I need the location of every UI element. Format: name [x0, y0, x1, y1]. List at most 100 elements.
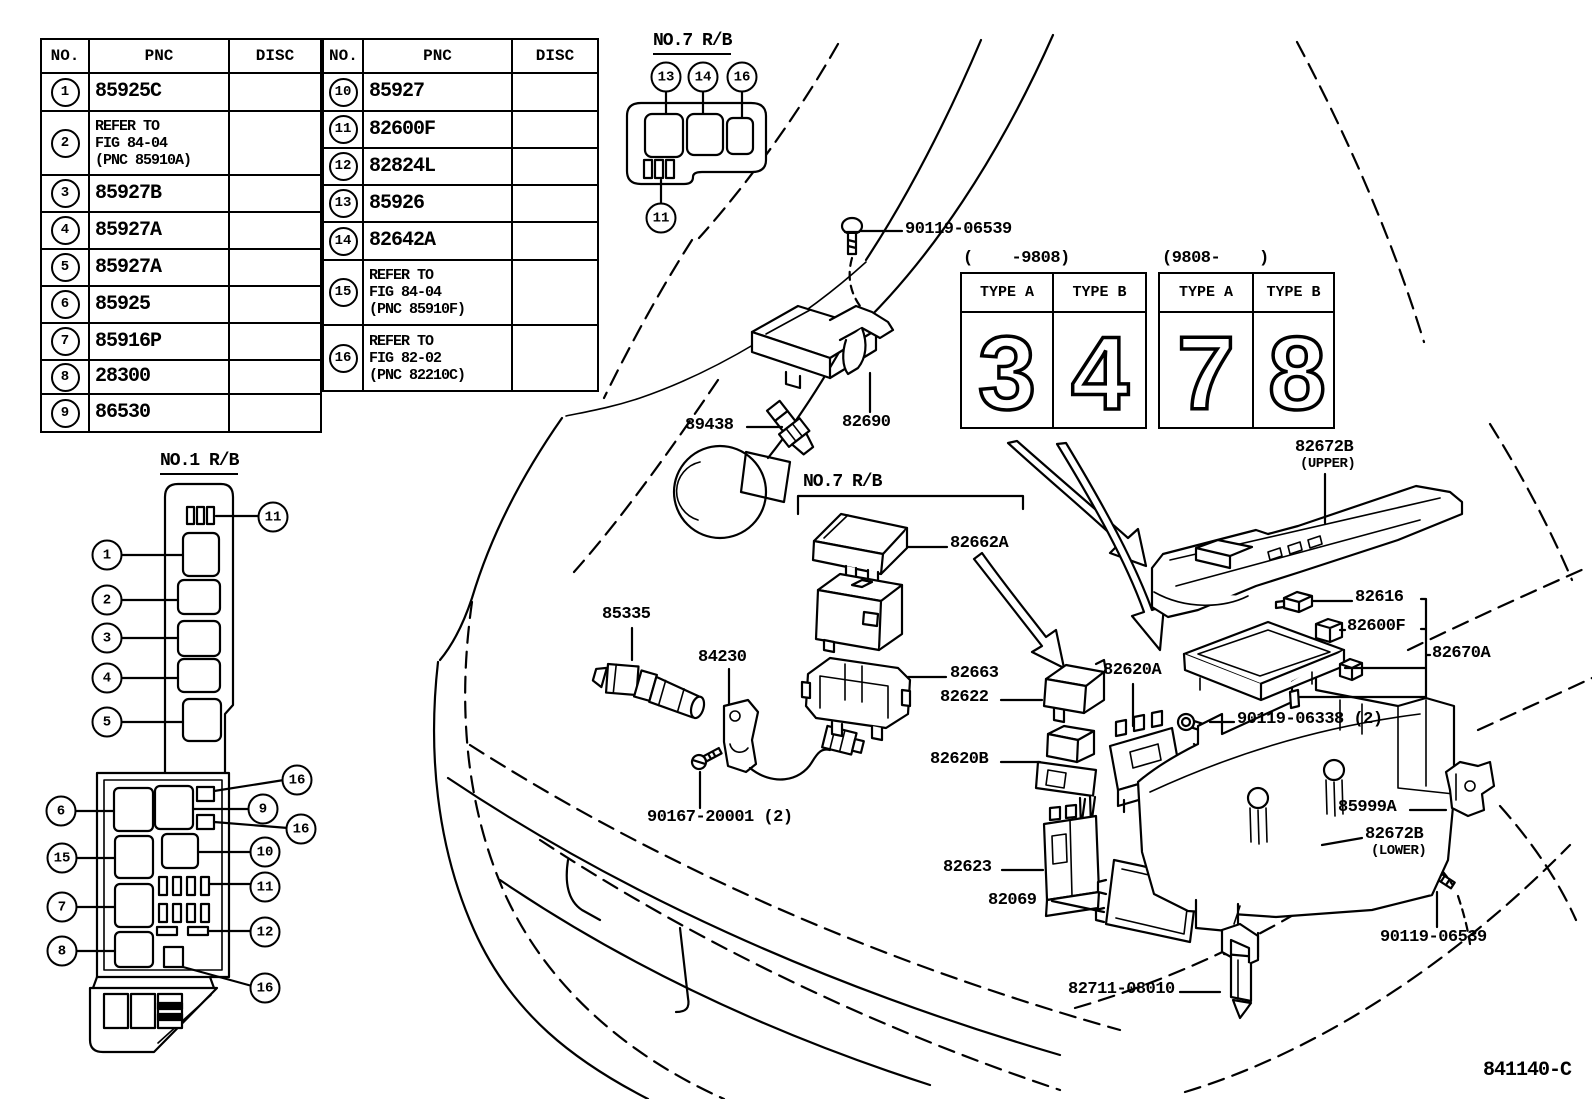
callout-9: 9 [247, 793, 279, 825]
part-85335 [591, 662, 706, 720]
part-label-89438: 89438 [685, 416, 734, 435]
callout-2: 2 [91, 584, 123, 616]
disc-cell [228, 393, 322, 433]
col-header-no: NO. [322, 38, 364, 74]
part-85999A [1444, 760, 1496, 818]
col-header-pnc: PNC [362, 38, 513, 74]
part-label-82623: 82623 [943, 858, 992, 877]
row-number-badge: 5 [50, 253, 80, 282]
pnc-cell: 82642A [362, 221, 513, 261]
row-number-badge: 6 [50, 290, 80, 319]
pnc-cell: 85925 [88, 285, 230, 324]
row-number-badge: 8 [50, 362, 80, 392]
callout-12: 12 [249, 916, 281, 948]
disc-cell [511, 184, 599, 223]
pnc-cell: REFER TO FIG 84-04 (PNC 85910A) [88, 110, 230, 176]
type-table-pre9808: TYPE A TYPE B 3 4 [960, 272, 1147, 429]
part-89438 [765, 399, 815, 456]
col-header-pnc: PNC [88, 38, 230, 74]
callout-4: 4 [91, 662, 123, 694]
callout-10: 10 [249, 836, 281, 868]
callout-8: 8 [46, 935, 78, 967]
part-label-82622: 82622 [940, 688, 989, 707]
part-label-82616: 82616 [1355, 588, 1404, 607]
pnc-cell: 82824L [362, 147, 513, 186]
no1-rb-title: NO.1 R/B [160, 452, 239, 475]
disc-cell [228, 72, 322, 112]
type-a-header: TYPE A [960, 272, 1054, 313]
type-table-caption-pre9808: ( -9808) [963, 249, 1070, 268]
part-82622 [1042, 658, 1108, 724]
part-label-82663: 82663 [950, 664, 999, 683]
lower-left-relay-block [73, 771, 290, 1054]
disc-cell [228, 174, 322, 213]
part-label-85999A: 85999A [1338, 798, 1397, 817]
callout-11: 11 [645, 202, 677, 234]
disc-cell [511, 110, 599, 149]
row-number-badge: 4 [50, 216, 80, 245]
bolt-90119-06539-top-icon [840, 216, 864, 256]
row-number-badge: 9 [50, 398, 80, 428]
pnc-cell: 85926 [362, 184, 513, 223]
row-number-badge: 7 [50, 327, 80, 356]
no7-rb-mini-diagram [625, 88, 768, 206]
no1-rb-diagram [118, 482, 262, 774]
part-84230 [722, 698, 865, 781]
part-label-82069: 82069 [988, 891, 1037, 910]
part-82711-clip [1220, 905, 1260, 1020]
part-label-90167-20001: 90167-20001 (2) [647, 808, 793, 827]
type-a-header: TYPE A [1158, 272, 1254, 313]
disc-cell [511, 259, 599, 326]
callout-7: 7 [46, 891, 78, 923]
disc-cell [511, 221, 599, 261]
callout-13: 13 [650, 61, 682, 93]
pnc-cell: 85927A [88, 211, 230, 250]
disc-cell [228, 110, 322, 176]
row-number-badge: 15 [328, 278, 358, 307]
table-row: 4 85927A [40, 211, 322, 250]
type-a-value: 3 [978, 316, 1036, 426]
part-82663-case [800, 656, 912, 742]
part-label-90119-06338: 90119-06338 (2) [1237, 710, 1383, 729]
part-label-82662A: 82662A [950, 534, 1009, 553]
screw-90167-20001-icon [690, 746, 723, 771]
callout-15: 15 [46, 842, 78, 874]
no7-rb-body [814, 572, 904, 654]
disc-cell [511, 147, 599, 186]
callout-6: 6 [45, 795, 77, 827]
part-82616 [1274, 590, 1314, 614]
row-number-badge: 10 [328, 77, 358, 107]
col-header-disc: DISC [228, 38, 322, 74]
callout-3: 3 [91, 622, 123, 654]
pnc-cell: 85916P [88, 322, 230, 361]
part-label-82690: 82690 [842, 413, 891, 432]
type-b-header: TYPE B [1252, 272, 1335, 313]
disc-cell [228, 322, 322, 361]
row-number-badge: 12 [328, 152, 358, 181]
col-header-no: NO. [40, 38, 90, 74]
part-82623 [1042, 803, 1101, 918]
type-a-value: 7 [1177, 316, 1235, 426]
table-row: 6 85925 [40, 285, 322, 324]
row-number-badge: 13 [328, 189, 358, 218]
callout-5: 5 [91, 706, 123, 738]
leader-lines [630, 229, 1448, 994]
direction-arrows [972, 439, 1166, 670]
part-label-82600F: 82600F [1347, 617, 1406, 636]
row-number-badge: 16 [328, 343, 358, 373]
pnc-cell: 85925C [88, 72, 230, 112]
type-b-value: 8 [1268, 316, 1326, 426]
